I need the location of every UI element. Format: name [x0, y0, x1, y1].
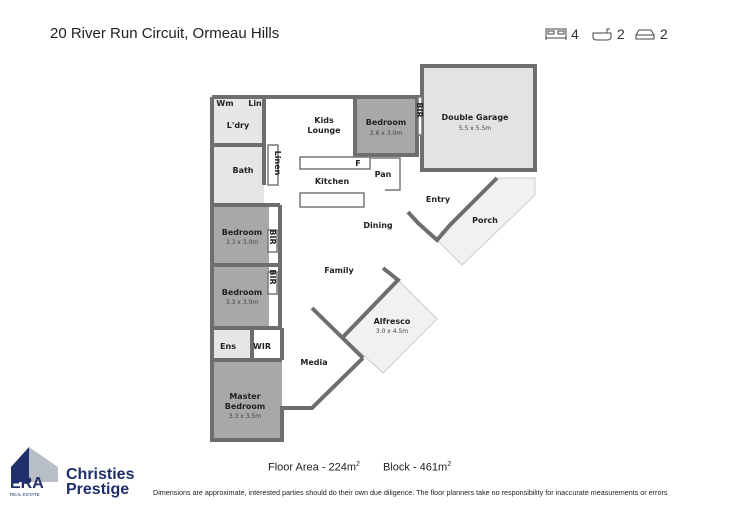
era-logo: ERA REAL ESTATE	[8, 437, 60, 504]
floor-area-sup: 2	[356, 461, 360, 468]
block-area-text: Block - 461m	[383, 461, 448, 474]
logo-era-text: ERA	[10, 475, 44, 492]
dim-bedroom3: 3.3 x 3.0m	[226, 299, 258, 306]
label-lin: Lin	[248, 99, 262, 108]
label-porch: Porch	[472, 216, 498, 225]
dim-master: 3.3 x 3.5m	[229, 413, 261, 420]
label-wm: Wm	[216, 99, 233, 108]
ensuite-area	[212, 330, 252, 360]
car-icon	[635, 29, 655, 40]
label-bir3: BIR	[268, 269, 277, 284]
label-kitchen: Kitchen	[315, 177, 350, 186]
label-laundry: L'dry	[227, 121, 250, 130]
label-master-1: Master	[229, 392, 260, 401]
walls	[210, 64, 537, 442]
bedroom-count: 4	[571, 26, 579, 42]
parking-count: 2	[660, 26, 668, 42]
label-alfresco: Alfresco	[374, 317, 411, 326]
wet-area	[212, 97, 264, 205]
label-lounge: Lounge	[307, 126, 341, 135]
label-family: Family	[324, 266, 354, 275]
label-entry: Entry	[426, 195, 451, 204]
logo-era-sub: REAL ESTATE	[10, 492, 40, 497]
dim-bedroom-top: 2.6 x 3.0m	[370, 130, 402, 137]
bathroom-count: 2	[617, 26, 625, 42]
bedrooms-feature: 4	[545, 26, 579, 42]
label-kids: Kids	[314, 116, 334, 125]
label-linen: Linen	[273, 151, 282, 176]
label-fridge: F	[355, 159, 360, 168]
label-media: Media	[300, 358, 327, 367]
bedroom3-area	[212, 266, 269, 326]
label-dining: Dining	[363, 221, 393, 230]
disclaimer: Dimensions are approximate, interested p…	[153, 488, 668, 497]
label-bedroom-top: Bedroom	[366, 118, 407, 127]
floor-area: Floor Area - 224m2	[268, 461, 360, 474]
parking-feature: 2	[634, 26, 668, 42]
brand-line-1: Christies	[66, 466, 135, 483]
brand-line-2: Prestige	[66, 481, 130, 498]
dim-alfresco: 3.0 x 4.5m	[376, 328, 408, 335]
alfresco-area	[342, 279, 438, 374]
bath-icon	[592, 28, 612, 41]
label-bedroom3: Bedroom	[222, 288, 263, 297]
label-garage: Double Garage	[442, 113, 510, 122]
bedroom2-area	[212, 205, 269, 265]
label-bath: Bath	[232, 166, 253, 175]
garage-area	[422, 66, 535, 170]
label-ensuite: Ens	[220, 342, 236, 351]
floor-area-text: Floor Area - 224m	[268, 461, 357, 474]
block-area-sup: 2	[447, 461, 452, 468]
bedroom-top-area	[355, 97, 417, 155]
dim-garage: 5.5 x 5.5m	[459, 125, 491, 132]
fixtures	[267, 96, 423, 295]
label-bedroom2: Bedroom	[222, 228, 263, 237]
label-bir2: BIR	[268, 229, 277, 244]
label-pantry: Pan	[375, 170, 392, 179]
label-bir-top: BIR	[415, 102, 424, 117]
brand-name: Christies Prestige	[66, 466, 135, 498]
dim-bedroom2: 3.3 x 3.0m	[226, 239, 258, 246]
property-address: 20 River Run Circuit, Ormeau Hills	[50, 25, 280, 42]
bathrooms-feature: 2	[591, 26, 625, 42]
master-area	[212, 362, 282, 438]
label-wir: WIR	[253, 342, 271, 351]
bed-icon	[545, 28, 567, 40]
block-area: Block - 461m2	[383, 461, 451, 474]
label-master-2: Bedroom	[225, 402, 266, 411]
